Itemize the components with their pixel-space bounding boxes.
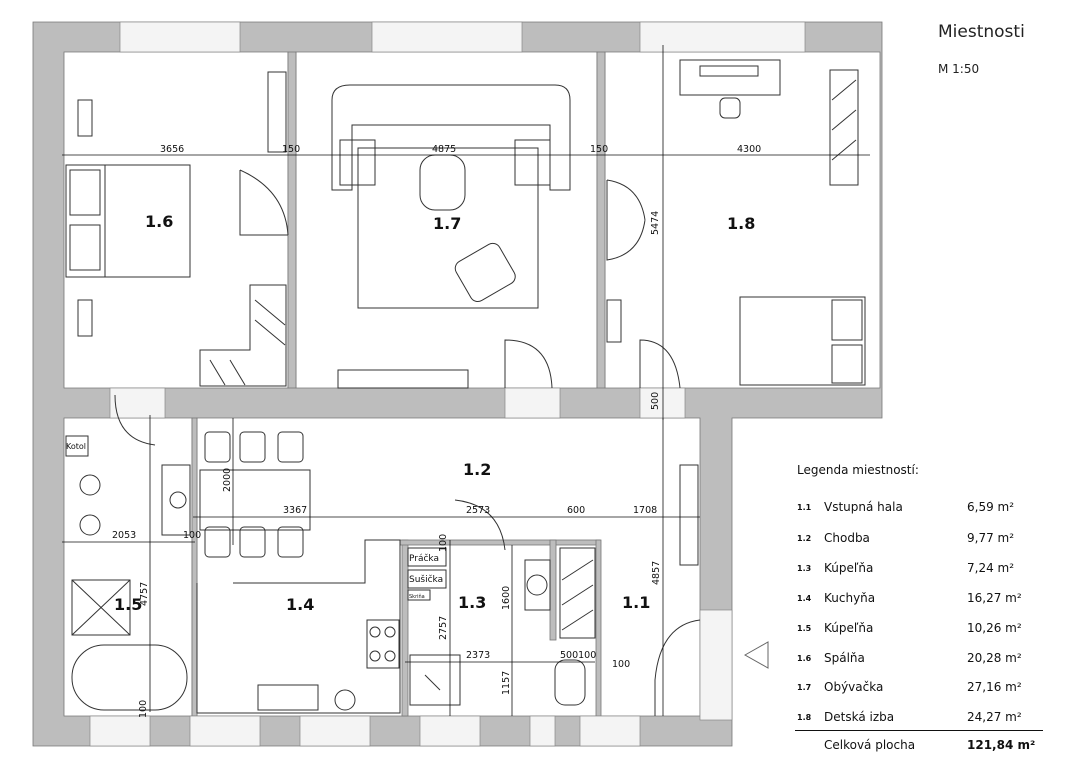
dim-2373: 2373 [466,650,490,661]
room-label-1.1: 1.1 [622,593,650,612]
room-label-1.4: 1.4 [286,595,314,614]
legend-row: 1.8 Detská izba 24,27 m² [797,710,1047,728]
dimension-labels: 3656 150 4875 150 4300 5474 500 2000 336… [112,144,761,718]
legend-num: 1.8 [797,713,812,722]
dim-2000: 2000 [222,468,233,492]
dim-4300: 4300 [737,144,761,155]
dim-3656: 3656 [160,144,184,155]
legend-num: 1.4 [797,594,812,603]
dim-150a: 150 [282,144,300,155]
dimension-lines [62,45,870,716]
legend-name: Vstupná hala [824,500,903,514]
legend-title: Legenda miestností: [797,463,919,477]
legend-name: Obývačka [824,680,884,694]
legend-area: 6,59 m² [967,500,1015,514]
dim-150b: 150 [590,144,608,155]
dim-500: 500 [650,392,661,410]
legend-row: 1.6 Spálňa 20,28 m² [797,651,1047,669]
legend-area: 24,27 m² [967,710,1022,724]
dim-1157: 1157 [501,671,512,695]
room-label-1.7: 1.7 [433,214,461,233]
legend-area: 7,24 m² [967,561,1015,575]
windows [89,21,806,747]
legend-divider [795,730,1043,731]
furniture [65,59,866,716]
legend-num: 1.3 [797,564,812,573]
fixture-labels: Kotol Práčka Sušička Skriňa [66,442,443,600]
legend-name: Kúpeľňa [824,561,874,575]
dim-600: 600 [567,505,585,516]
fixture-pracka: Práčka [409,553,439,564]
legend-name: Kúpeľňa [824,621,874,635]
legend-area: 20,28 m² [967,651,1022,665]
legend-num: 1.7 [797,683,812,692]
dim-100b: 100 [438,534,449,552]
legend-row: 1.4 Kuchyňa 16,27 m² [797,591,1047,609]
dim-100c: 100 [612,659,630,670]
dim-4757: 4757 [139,582,150,606]
legend-name: Detská izba [824,710,895,724]
dim-1600: 1600 [501,586,512,610]
total-label: Celková plocha [824,738,916,752]
legend-row: 1.3 Kúpeľňa 7,24 m² [797,561,1047,579]
dim-2053: 2053 [112,530,136,541]
room-label-1.6: 1.6 [145,212,173,231]
dim-500100: 500100 [560,650,596,661]
room-labels: 1.6 1.7 1.8 1.2 1.5 1.4 1.3 1.1 [114,212,755,614]
legend-num: 1.6 [797,654,812,663]
legend-num: 1.1 [797,503,812,512]
dim-3367: 3367 [283,505,307,516]
legend-area: 9,77 m² [967,531,1015,545]
dim-100d: 100 [138,700,149,718]
page-title: Miestnosti [938,22,1025,42]
room-label-1.2: 1.2 [463,460,491,479]
legend-area: 16,27 m² [967,591,1022,605]
legend-name: Kuchyňa [824,591,876,605]
dim-100a: 100 [183,530,201,541]
walls [32,21,883,747]
legend-row: 1.1 Vstupná hala 6,59 m² [797,500,1047,518]
dim-4875: 4875 [432,144,456,155]
dim-5474: 5474 [650,211,661,235]
legend-name: Spálňa [824,651,865,665]
dim-4857: 4857 [651,561,662,585]
room-label-1.3: 1.3 [458,593,486,612]
room-label-1.5: 1.5 [114,595,142,614]
fixture-susicka: Sušička [409,574,443,585]
room-label-1.8: 1.8 [727,214,755,233]
legend-row: 1.5 Kúpeľňa 10,26 m² [797,621,1047,639]
dim-2573: 2573 [466,505,490,516]
legend-name: Chodba [824,531,870,545]
scale-label: M 1:50 [938,62,980,76]
fixture-skrina: Skriňa [409,593,425,600]
legend-row: 1.7 Obývačka 27,16 m² [797,680,1047,698]
fixture-kotol: Kotol [66,442,86,451]
legend-row: 1.2 Chodba 9,77 m² [797,531,1047,549]
legend-num: 1.2 [797,534,812,543]
legend-num: 1.5 [797,624,812,633]
dim-1708: 1708 [633,505,657,516]
total-area: 121,84 m² [967,738,1036,752]
legend-area: 27,16 m² [967,680,1022,694]
dim-2757: 2757 [438,616,449,640]
legend-area: 10,26 m² [967,621,1022,635]
